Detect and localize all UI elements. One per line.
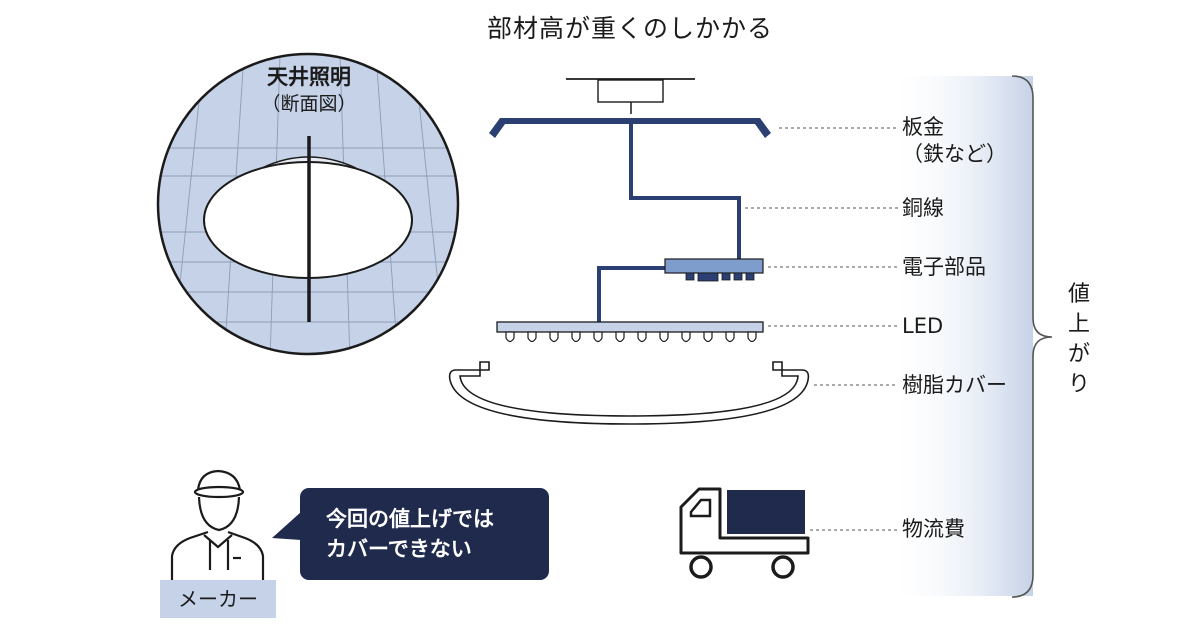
label-sheet-metal-line2: （鉄など） xyxy=(902,142,1007,166)
price-increase-char-3: が xyxy=(1067,342,1090,367)
led-chip xyxy=(659,331,669,343)
led-chip xyxy=(703,331,713,343)
maker-label-box: メーカー xyxy=(160,580,276,618)
leader-lines xyxy=(745,127,898,531)
speech-bubble-text: 今回の値上げでは カバーできない xyxy=(326,507,494,561)
truck-icon xyxy=(679,487,810,579)
led-chip xyxy=(747,331,757,343)
maker-person-icon xyxy=(170,469,265,582)
price-increase-char-4: り xyxy=(1067,372,1090,397)
exploded-light-fixture xyxy=(448,78,810,425)
price-increase-label: 値 上 が り xyxy=(1064,280,1094,400)
led-chip xyxy=(593,331,603,343)
label-electronic-parts: 電子部品 xyxy=(902,255,986,279)
label-copper-wire: 銅線 xyxy=(902,196,944,220)
maker-label: メーカー xyxy=(178,587,258,611)
copper-wiring xyxy=(597,122,741,323)
electronic-board xyxy=(664,258,764,274)
speech-bubble-tail xyxy=(272,512,301,540)
label-sheet-metal: 板金 （鉄など） xyxy=(902,114,1007,168)
cross-section-title: 天井照明 xyxy=(267,65,351,89)
sheet-metal-plate xyxy=(489,118,771,138)
label-sheet-metal-line1: 板金 xyxy=(902,115,944,139)
led-chip xyxy=(637,331,647,343)
led-board xyxy=(496,321,764,333)
resin-cover-shape xyxy=(448,361,810,425)
price-increase-char-2: 上 xyxy=(1067,312,1090,337)
diagram-title: 部材高が重くのしかかる xyxy=(486,14,773,43)
price-increase-char-1: 値 xyxy=(1067,282,1090,307)
led-chip xyxy=(571,331,581,343)
speech-bubble: 今回の値上げでは カバーできない xyxy=(300,488,549,580)
electronic-components xyxy=(685,272,755,282)
label-led: LED xyxy=(902,314,944,338)
ceiling-mount xyxy=(597,79,664,103)
led-chip xyxy=(505,331,515,343)
label-logistics-cost: 物流費 xyxy=(902,517,965,541)
led-chip xyxy=(615,331,625,343)
price-increase-bracket xyxy=(1011,75,1053,598)
cross-section-subtitle: （断面図） xyxy=(261,93,357,115)
led-chip xyxy=(549,331,559,343)
led-chips xyxy=(505,331,757,343)
led-chip xyxy=(681,331,691,343)
led-chip xyxy=(725,331,735,343)
led-chip xyxy=(527,331,537,343)
bracket-gradient-background xyxy=(888,76,1033,596)
label-resin-cover: 樹脂カバー xyxy=(902,373,1007,397)
